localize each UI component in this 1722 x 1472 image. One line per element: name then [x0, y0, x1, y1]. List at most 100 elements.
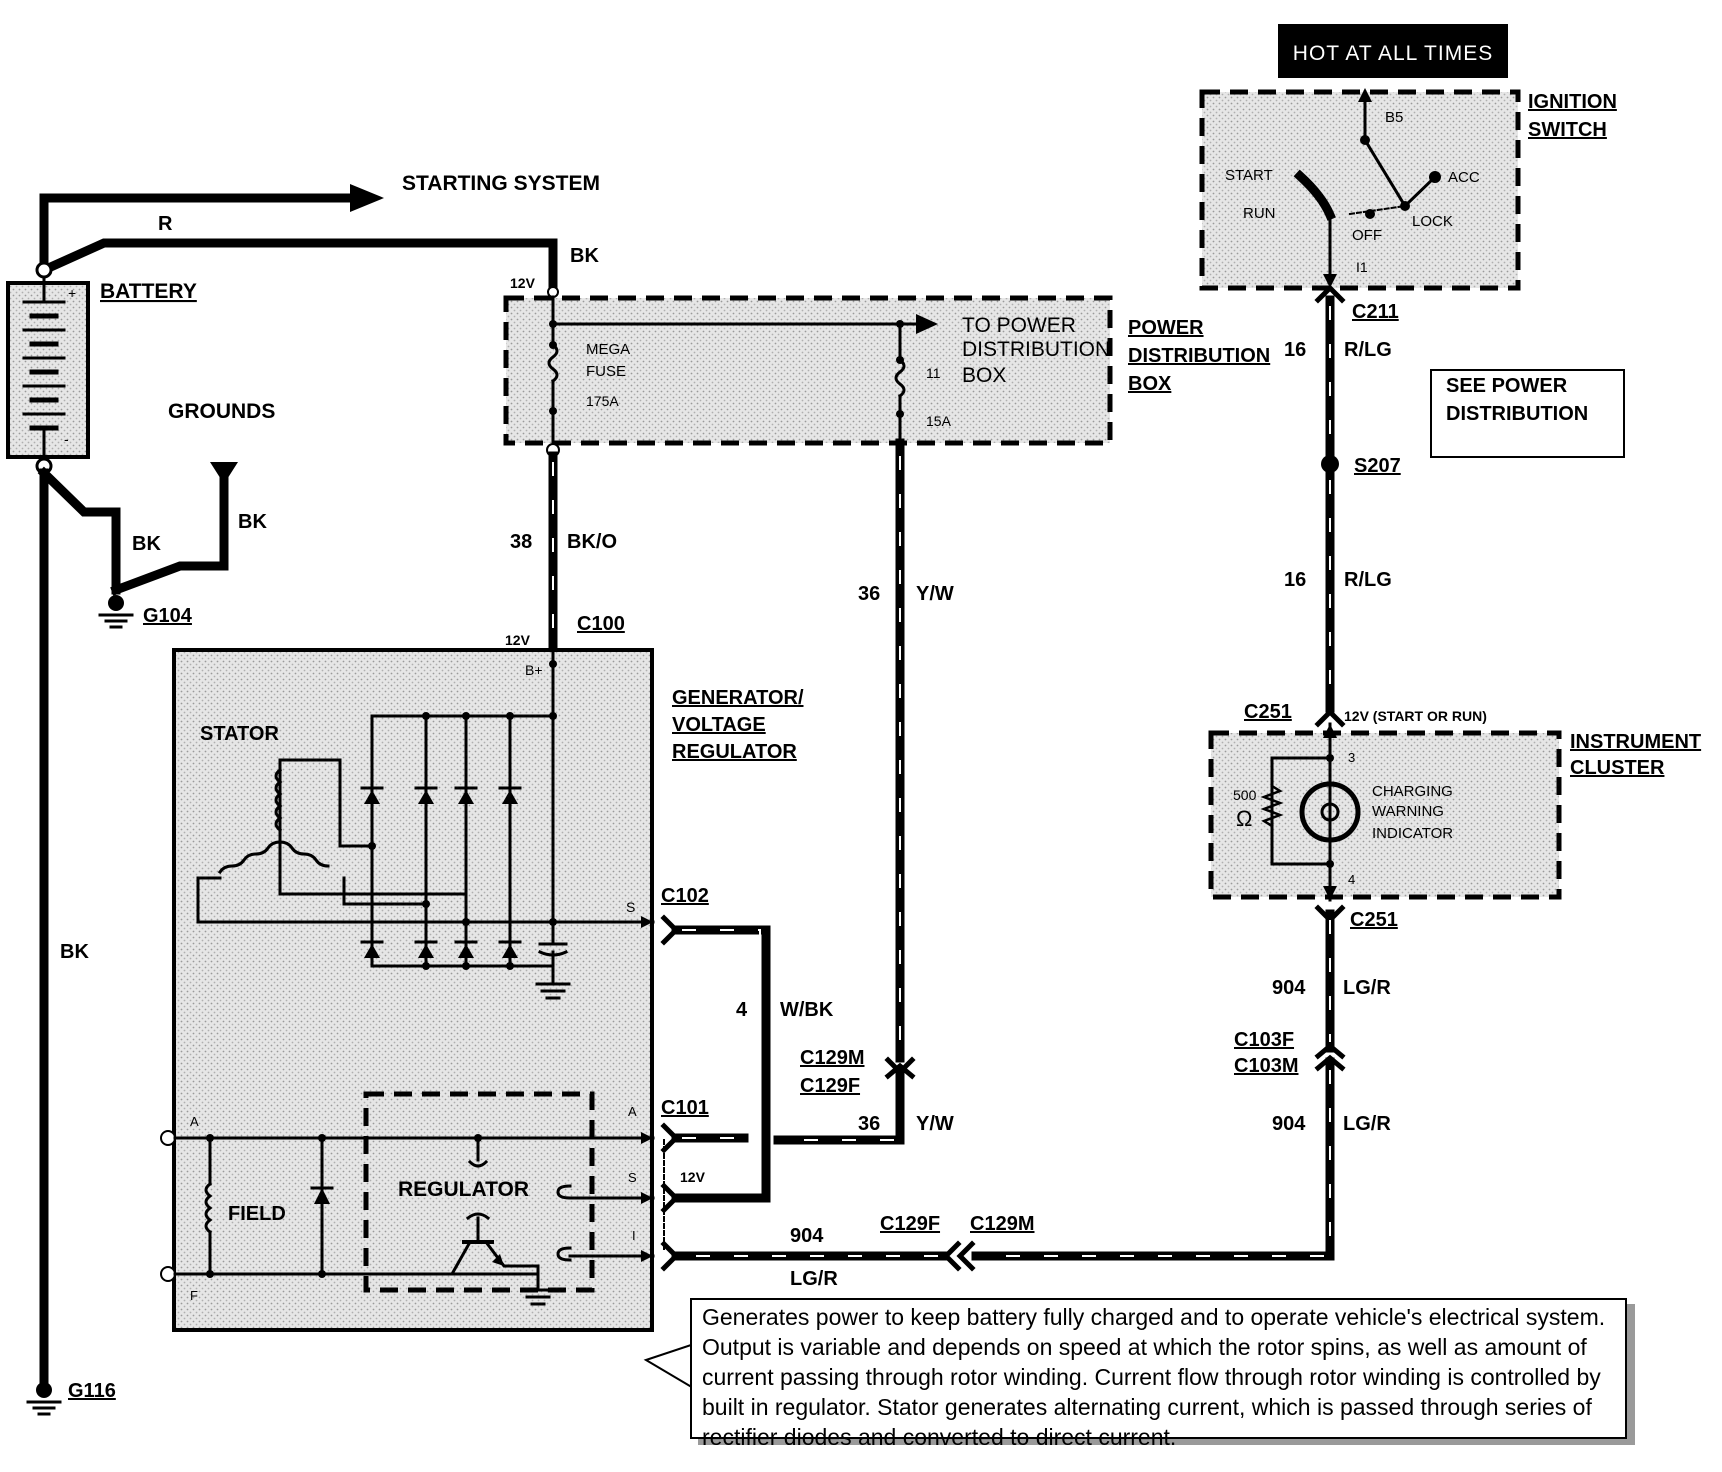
svg-text:A: A	[628, 1104, 637, 1119]
svg-text:ACC: ACC	[1448, 169, 1480, 186]
svg-text:36: 36	[858, 583, 880, 605]
svg-text:C129M: C129M	[970, 1213, 1034, 1235]
svg-text:S: S	[626, 899, 635, 915]
svg-text:C251: C251	[1350, 909, 1398, 931]
svg-text:3: 3	[1348, 750, 1355, 765]
g104-ground-symbol	[98, 595, 134, 629]
svg-text:12V: 12V	[505, 632, 531, 648]
svg-text:Ω: Ω	[1236, 806, 1252, 831]
svg-text:B5: B5	[1385, 109, 1403, 126]
svg-text:GENERATOR/: GENERATOR/	[672, 687, 804, 709]
svg-text:C129M: C129M	[800, 1047, 864, 1069]
battery: + - BATTERY	[6, 261, 197, 475]
svg-text:S207: S207	[1354, 455, 1401, 477]
svg-text:R: R	[158, 213, 173, 235]
svg-text:WARNING: WARNING	[1372, 803, 1444, 820]
svg-text:C103F: C103F	[1234, 1029, 1294, 1051]
svg-text:SWITCH: SWITCH	[1528, 119, 1607, 141]
svg-text:DISTRIBUTION: DISTRIBUTION	[1446, 403, 1588, 425]
field-circuit: A F FIELD A S I	[160, 1104, 655, 1303]
svg-text:VOLTAGE: VOLTAGE	[672, 714, 766, 736]
description-box: Generates power to keep battery fully ch…	[690, 1298, 1627, 1450]
rectifier-bridge	[360, 712, 571, 1000]
svg-text:GROUNDS: GROUNDS	[168, 400, 275, 423]
svg-text:12V: 12V	[510, 275, 536, 291]
wire-904-lg-r: C251 904 LG/R C103F C103M 904 LG/R C129F…	[671, 904, 1398, 1290]
svg-text:Y/W: Y/W	[916, 1113, 954, 1135]
power-distribution-box: MEGA FUSE 175A 11 15A TO POWER DISTRIBUT…	[503, 286, 1270, 457]
svg-text:C100: C100	[577, 613, 625, 635]
svg-text:12V (START OR RUN): 12V (START OR RUN)	[1344, 708, 1487, 724]
svg-text:POWER: POWER	[1128, 317, 1204, 339]
svg-text:4: 4	[736, 999, 748, 1021]
svg-text:500: 500	[1233, 787, 1257, 803]
svg-text:C211: C211	[1352, 301, 1399, 323]
generator-voltage-regulator: GENERATOR/ VOLTAGE REGULATOR STATOR B+	[160, 648, 804, 1332]
svg-text:12V: 12V	[680, 1169, 706, 1185]
svg-text:LOCK: LOCK	[1412, 213, 1453, 230]
svg-text:CLUSTER: CLUSTER	[1570, 757, 1665, 779]
svg-text:SEE POWER: SEE POWER	[1446, 375, 1568, 397]
starting-system-feed: STARTING SYSTEM R BK 12V	[38, 172, 600, 295]
svg-text:BOX: BOX	[1128, 373, 1172, 395]
svg-text:C101: C101	[661, 1097, 709, 1119]
g116-ground-symbol	[26, 1382, 62, 1416]
svg-text:38: 38	[510, 531, 532, 553]
svg-text:BATTERY: BATTERY	[100, 280, 197, 303]
svg-text:C103M: C103M	[1234, 1055, 1298, 1077]
svg-text:36: 36	[858, 1113, 880, 1135]
svg-text:A: A	[190, 1114, 199, 1129]
svg-text:C129F: C129F	[800, 1075, 860, 1097]
svg-text:I1: I1	[1356, 259, 1368, 275]
grounds: GROUNDS BK BK BK G104 G116	[26, 400, 275, 1416]
svg-text:F: F	[190, 1288, 198, 1303]
svg-text:Y/W: Y/W	[916, 583, 954, 605]
svg-text:904: 904	[1272, 977, 1306, 999]
svg-text:LG/R: LG/R	[1343, 977, 1391, 999]
svg-text:R/LG: R/LG	[1344, 569, 1392, 591]
svg-text:16: 16	[1284, 339, 1306, 361]
svg-text:904: 904	[1272, 1113, 1306, 1135]
svg-text:INSTRUMENT: INSTRUMENT	[1570, 731, 1701, 753]
svg-text:CHARGING: CHARGING	[1372, 783, 1453, 800]
svg-text:G116: G116	[68, 1380, 116, 1402]
wire-36-y-w: 36 Y/W C129M C129F 36 Y/W	[773, 438, 954, 1145]
svg-text:HOT AT ALL TIMES: HOT AT ALL TIMES	[1293, 42, 1493, 65]
svg-text:FUSE: FUSE	[586, 363, 626, 380]
wire-16-r-lg: C211 16 R/LG S207 16 R/LG C251 12V (STAR…	[1244, 284, 1487, 728]
see-power-distribution-box: SEE POWER DISTRIBUTION	[1430, 369, 1625, 458]
svg-text:LG/R: LG/R	[1343, 1113, 1391, 1135]
svg-text:STARTING SYSTEM: STARTING SYSTEM	[402, 172, 600, 195]
svg-text:11: 11	[926, 365, 941, 381]
svg-text:C129F: C129F	[880, 1213, 940, 1235]
svg-text:BK: BK	[238, 511, 267, 533]
instrument-cluster: 500 Ω 3 4 CHARGING WARNING INDICATOR INS…	[1208, 722, 1701, 902]
svg-text:MEGA: MEGA	[586, 341, 630, 358]
svg-text:START: START	[1225, 167, 1273, 184]
svg-text:S: S	[628, 1170, 637, 1185]
svg-text:I: I	[632, 1228, 636, 1243]
svg-text:C251: C251	[1244, 701, 1292, 723]
svg-text:B+: B+	[525, 662, 543, 678]
svg-text:904: 904	[790, 1225, 824, 1247]
svg-text:REGULATOR: REGULATOR	[672, 741, 797, 763]
ignition-switch: B5 ACC LOCK OFF START RUN I1 IGNITION SW…	[1199, 88, 1617, 291]
svg-text:BOX: BOX	[962, 364, 1006, 387]
svg-text:16: 16	[1284, 569, 1306, 591]
svg-text:INDICATOR: INDICATOR	[1372, 825, 1453, 842]
stator-windings: S	[196, 758, 655, 928]
svg-text:IGNITION: IGNITION	[1528, 91, 1617, 113]
regulator: REGULATOR	[363, 1091, 655, 1306]
wire-4-w-bk: C102 4 W/BK C101 12V	[660, 885, 834, 1272]
description-text: Generates power to keep battery fully ch…	[702, 1304, 1606, 1450]
svg-text:-: -	[64, 431, 69, 447]
svg-text:15A: 15A	[926, 413, 952, 429]
svg-text:OFF: OFF	[1352, 227, 1382, 244]
svg-text:+: +	[68, 285, 76, 301]
svg-text:4: 4	[1348, 872, 1355, 887]
wire-38-bk-o: 38 BK/O 12V C100	[505, 451, 625, 657]
svg-text:REGULATOR: REGULATOR	[398, 1178, 529, 1201]
svg-text:C102: C102	[661, 885, 709, 907]
svg-text:DISTRIBUTION: DISTRIBUTION	[1128, 345, 1270, 367]
